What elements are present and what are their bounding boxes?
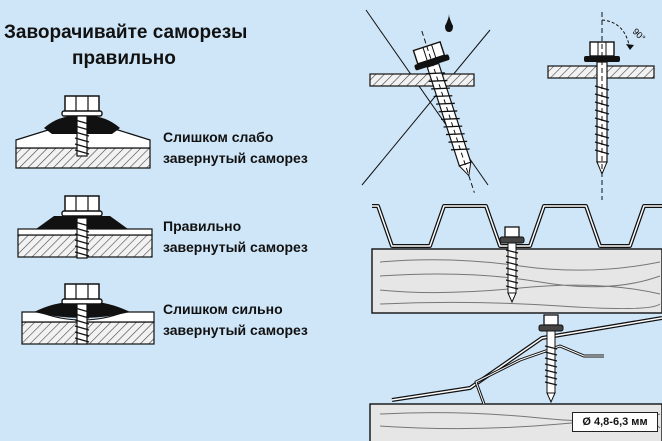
caption-too-tight-line1: Слишком сильно (163, 301, 283, 317)
page-title: Заворачивайте саморезы (4, 22, 248, 43)
detail-too-tight (21, 283, 155, 345)
caption-too-tight-line2: завернутый саморез (163, 322, 308, 338)
caption-too-tight: Слишком сильно завернутый саморез (163, 299, 308, 341)
caption-correct-line1: Правильно (163, 218, 242, 234)
wrong-angle-diagram (361, 9, 491, 193)
angle-label: 90° (631, 26, 648, 43)
profiled-sheet-detail (371, 204, 662, 314)
detail-too-loose (15, 95, 151, 169)
caption-too-loose-line1: Слишком слабо (163, 129, 274, 145)
detail-correct (17, 195, 153, 259)
caption-correct-line2: завернутый саморез (163, 239, 308, 255)
right-angle-diagram: 90° (547, 12, 655, 200)
page-title-line2: правильно (72, 48, 176, 69)
water-drop-icon (445, 14, 453, 32)
diameter-badge: Ø 4,8-6,3 мм (572, 412, 658, 432)
caption-correct: Правильно завернутый саморез (163, 216, 308, 258)
caption-too-loose: Слишком слабо завернутый саморез (163, 127, 308, 169)
caption-too-loose-line2: завернутый саморез (163, 150, 308, 166)
